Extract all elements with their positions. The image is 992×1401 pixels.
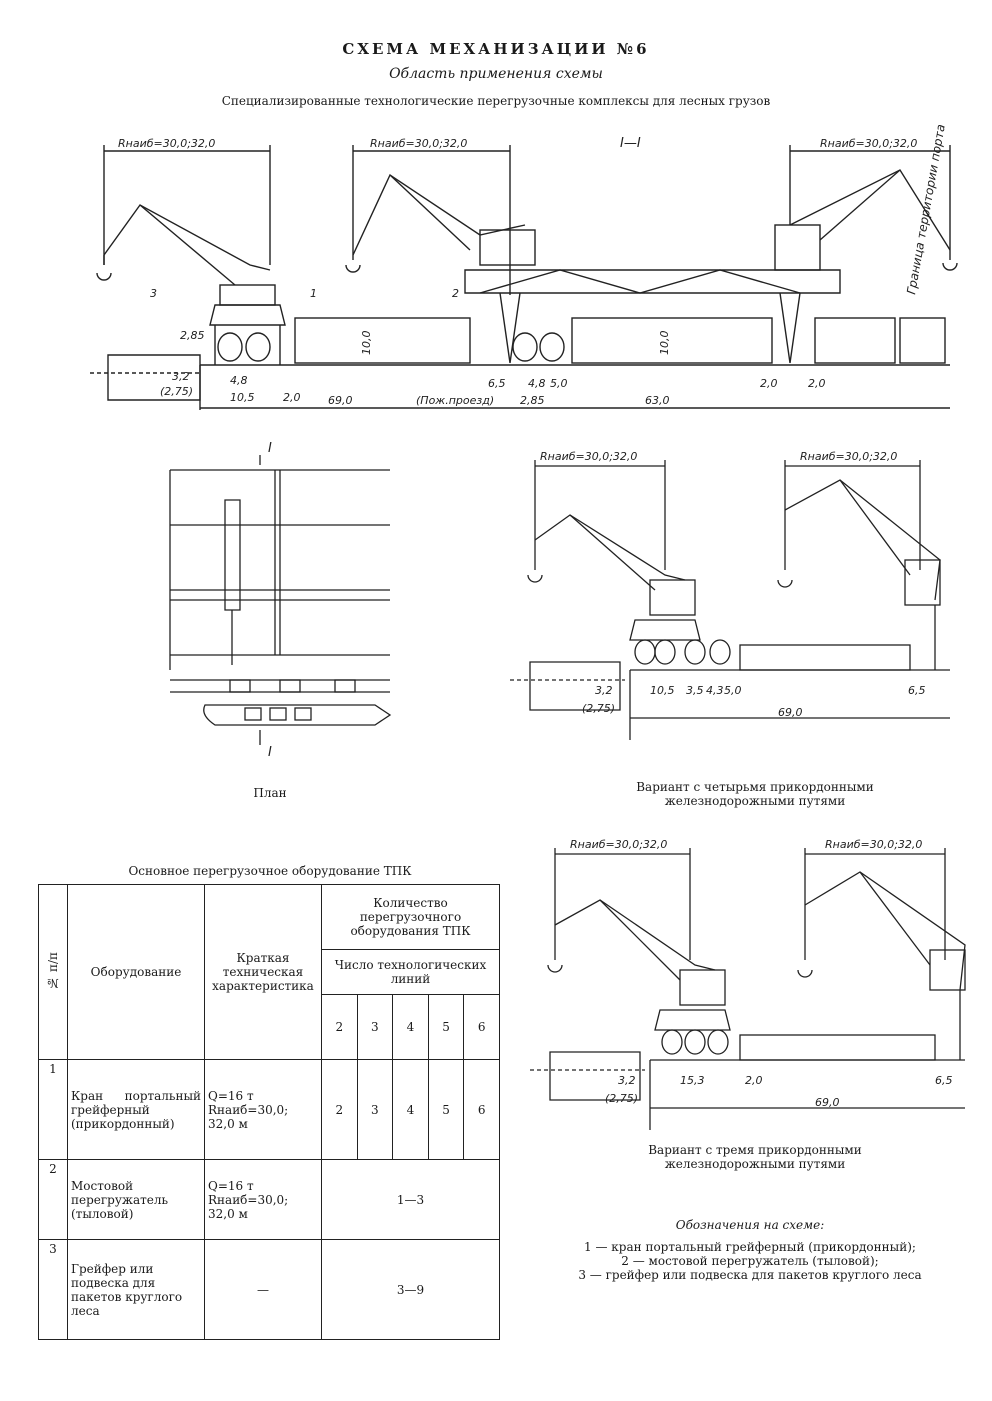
radius-label: Rнаиб=30,0;32,0 <box>825 838 922 851</box>
page-title: СХЕМА МЕХАНИЗАЦИИ №6 <box>342 40 650 58</box>
radius-label: Rнаиб=30,0;32,0 <box>370 137 467 150</box>
table-caption: Основное перегрузочное оборудование ТПК <box>128 864 412 878</box>
row-no: 2 <box>38 1159 68 1240</box>
line-number: 4 <box>392 994 429 1060</box>
variant4-caption: Вариант с четырьмя прикордонными железно… <box>560 780 950 808</box>
row-merged-value: 1—3 <box>321 1159 500 1240</box>
radius-label: Rнаиб=30,0;32,0 <box>820 137 917 150</box>
caption-line: железнодорожными путями <box>664 1157 846 1171</box>
dim-label: 69,0 <box>815 1096 840 1109</box>
dim-label: 6,5 <box>488 377 506 390</box>
dim-label: 10,5 <box>650 684 675 697</box>
section-mark: I <box>268 745 272 760</box>
dim-label: 2,85 <box>520 394 545 407</box>
legend-item: 3 — грейфер или подвеска для пакетов кру… <box>578 1268 922 1282</box>
row-spec: — <box>204 1239 322 1340</box>
legend-item: 2 — мостовой перегружатель (тыловой); <box>621 1254 879 1268</box>
dim-label: 6,5 <box>908 684 926 697</box>
plan-drawing: I I <box>169 441 392 760</box>
equipment-table: № п/п Оборудование Краткая техническая х… <box>38 884 500 1340</box>
radius-label: Rнаиб=30,0;32,0 <box>570 838 667 851</box>
dim-label: 2,0 <box>760 377 778 390</box>
line-number: 5 <box>427 994 465 1060</box>
line-number: 6 <box>463 994 500 1060</box>
dim-label: 4,8 <box>528 377 546 390</box>
caption-line: железнодорожными путями <box>664 794 846 808</box>
height-label: 10,0 <box>360 331 373 356</box>
row-value: 5 <box>427 1059 465 1160</box>
height-label: 10,0 <box>658 331 671 356</box>
page-subtitle: Область применения схемы <box>389 66 603 82</box>
col-equipment-header: Оборудование <box>67 884 205 1060</box>
table-row: 3 Грейфер или подвеска для пакетов кругл… <box>38 1239 500 1340</box>
radius-label: Rнаиб=30,0;32,0 <box>118 137 215 150</box>
dim-label: 2,0 <box>808 377 826 390</box>
page-description: Специализированные технологические перег… <box>221 94 771 108</box>
dim-label: 15,3 <box>680 1074 705 1087</box>
row-spec: Q=16 т Rнаиб=30,0; 32,0 м <box>204 1159 322 1240</box>
row-no: 1 <box>38 1059 68 1160</box>
dim-label: 69,0 <box>328 394 353 407</box>
row-name: Кран портальный грейферный (прикордонный… <box>67 1059 205 1160</box>
line-number: 3 <box>356 994 394 1060</box>
section-mark: I <box>268 441 272 456</box>
row-no: 3 <box>38 1239 68 1340</box>
col-qty-header: Количество перегрузочного оборудования Т… <box>321 884 500 950</box>
dim-label: 3,2 <box>172 370 190 383</box>
callout-3: 3 <box>150 287 157 300</box>
dim-label: 3,5 <box>686 684 704 697</box>
dim-label: (2,75) <box>160 385 193 398</box>
dim-label: 63,0 <box>645 394 670 407</box>
dim-label: 5,0 <box>550 377 568 390</box>
dim-label: (2,75) <box>582 702 615 715</box>
col-no-header: № п/п <box>38 884 68 1060</box>
dim-label: 4,3 <box>706 684 724 697</box>
variant3-caption: Вариант с тремя прикордонными железнодор… <box>560 1143 950 1171</box>
section-label: I—I <box>620 136 641 151</box>
row-merged-value: 3—9 <box>321 1239 500 1340</box>
main-section-drawing: Rнаиб=30,0;32,0 Rнаиб=30,0;32,0 Rнаиб=30… <box>90 125 958 410</box>
col-spec-header: Краткая техническая характеристика <box>204 884 322 1060</box>
callout-1: 1 <box>310 287 317 300</box>
row-spec: Q=16 т Rнаиб=30,0; 32,0 м <box>204 1059 322 1160</box>
col-lines-header: Число технологических линий <box>321 949 500 995</box>
row-name: Мостовой перегружатель (тыловой) <box>67 1159 205 1240</box>
row-name: Грейфер или подвеска для пакетов круглог… <box>67 1239 205 1340</box>
dim-label: (Пож.проезд) <box>416 394 494 407</box>
radius-label: Rнаиб=30,0;32,0 <box>800 450 897 463</box>
variant4-drawing: Rнаиб=30,0;32,0 Rнаиб=30,0;32,0 3,2 (2,7… <box>510 450 950 740</box>
dim-label: 2,0 <box>745 1074 763 1087</box>
callout-2: 2 <box>452 287 459 300</box>
row-value: 2 <box>321 1059 358 1160</box>
row-value: 4 <box>392 1059 429 1160</box>
line-number: 2 <box>321 994 358 1060</box>
caption-line: Вариант с четырьмя прикордонными <box>636 780 874 794</box>
dim-label: 2,0 <box>283 391 301 404</box>
height-label: 2,85 <box>180 329 205 342</box>
variant3-drawing: Rнаиб=30,0;32,0 Rнаиб=30,0;32,0 3,2 (2,7… <box>530 838 966 1130</box>
row-value: 6 <box>463 1059 500 1160</box>
radius-label: Rнаиб=30,0;32,0 <box>540 450 637 463</box>
dim-label: 10,5 <box>230 391 255 404</box>
legend-title: Обозначения на схеме: <box>675 1218 825 1232</box>
dim-label: 3,2 <box>595 684 613 697</box>
dim-label: 3,2 <box>618 1074 636 1087</box>
row-value: 3 <box>356 1059 394 1160</box>
col-no-label: № п/п <box>46 951 60 990</box>
plan-caption: План <box>253 786 287 800</box>
dim-label: 6,5 <box>935 1074 953 1087</box>
table-row: 1 Кран портальный грейферный (прикордонн… <box>38 1059 500 1160</box>
legend-item: 1 — кран портальный грейферный (прикордо… <box>584 1240 916 1254</box>
dim-label: 5,0 <box>724 684 742 697</box>
table-row: 2 Мостовой перегружатель (тыловой) Q=16 … <box>38 1159 500 1240</box>
dim-label: 69,0 <box>778 706 803 719</box>
legend: Обозначения на схеме: 1 — кран портальны… <box>530 1218 970 1282</box>
caption-line: Вариант с тремя прикордонными <box>648 1143 862 1157</box>
dim-label: (2,75) <box>605 1092 638 1105</box>
dim-label: 4,8 <box>230 374 248 387</box>
